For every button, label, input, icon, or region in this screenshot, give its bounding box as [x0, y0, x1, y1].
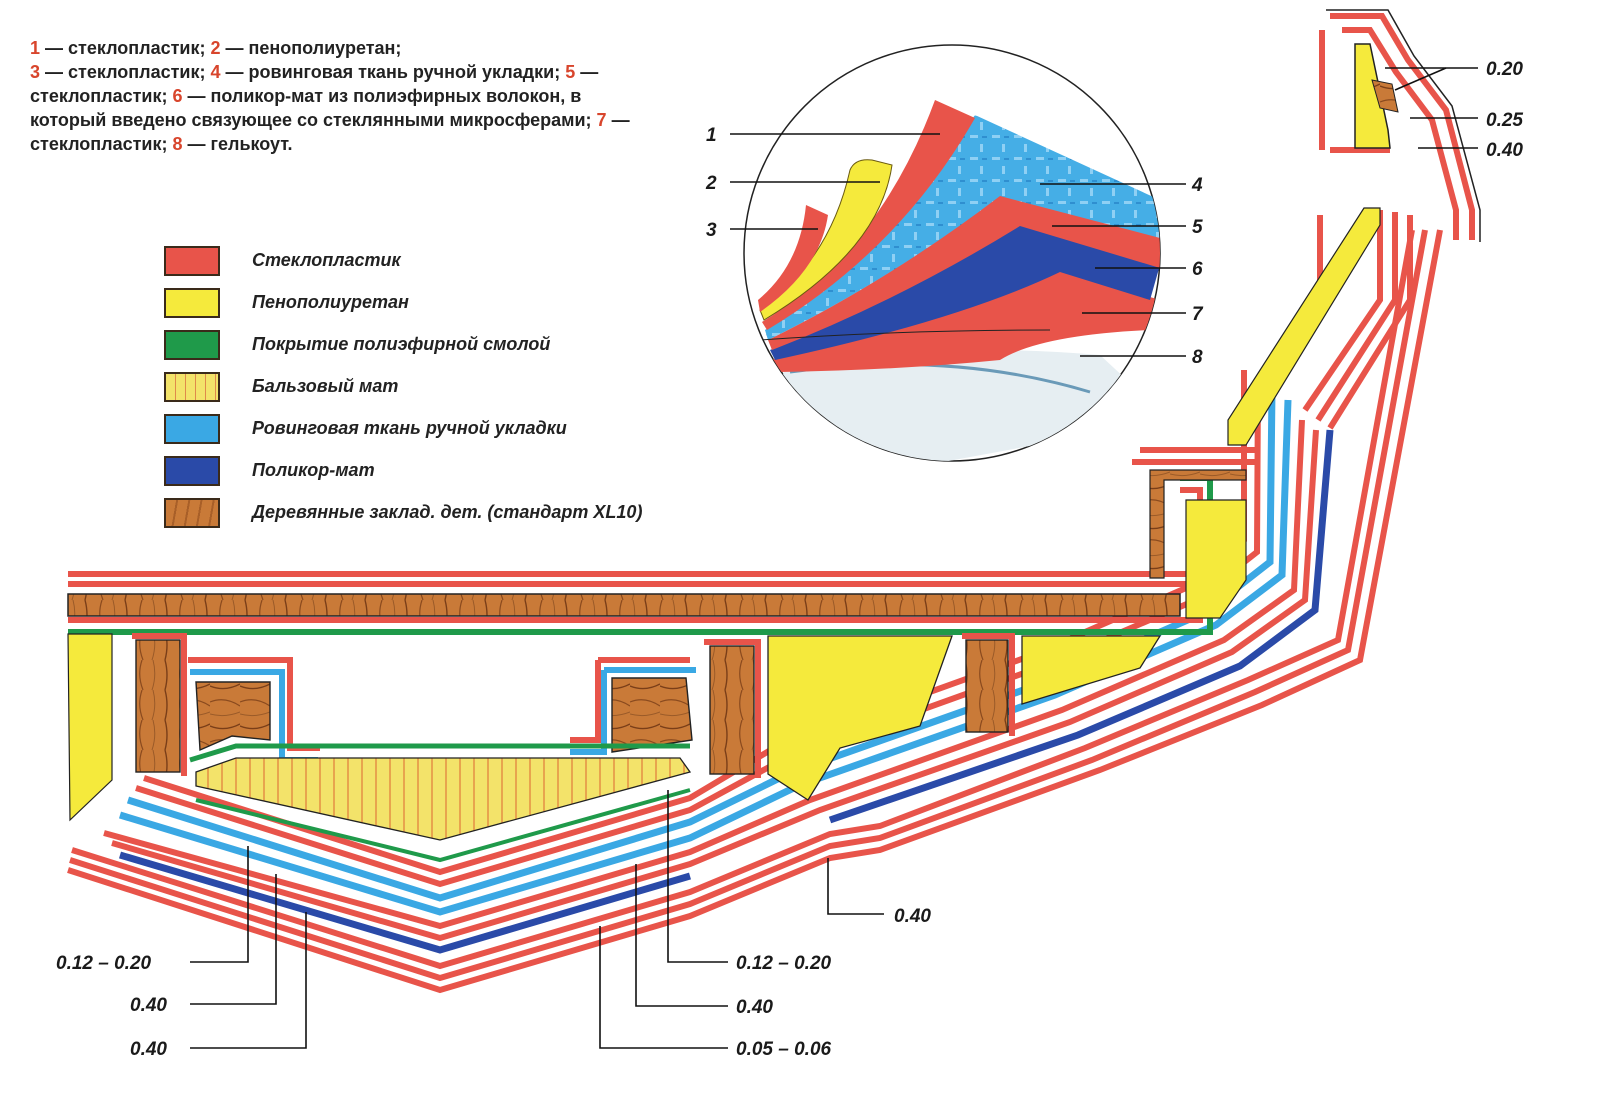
circle-label-1: 1	[706, 125, 717, 146]
legend-item-roving: Ровинговая ткань ручной укладки	[164, 414, 764, 446]
circle-label-5: 5	[1192, 217, 1203, 238]
caption-text-4: — ровинговая ткань ручной укладки;	[220, 62, 566, 82]
frp-layer-7	[770, 270, 1160, 372]
circle-label-3: 3	[706, 220, 717, 241]
legend-label: Покрытие полиэфирной смолой	[252, 334, 551, 354]
caption-num-2: 2	[210, 38, 221, 58]
caption-num-4: 4	[210, 62, 221, 82]
caption-num-8: 8	[172, 134, 183, 154]
legend-label: Поликор-мат	[252, 460, 375, 480]
dim-040-left-b: 0.40	[130, 1039, 167, 1060]
circle-label-4: 4	[1191, 175, 1203, 196]
circle-label-8: 8	[1192, 347, 1203, 368]
polycore-swatch	[164, 456, 220, 486]
wood-swatch	[164, 498, 220, 528]
side-foam-stringer	[1227, 207, 1381, 446]
caption-text-6: — поликор-мат из полиэфирных волокон, в …	[30, 86, 597, 130]
legend-item-resin: Покрытие полиэфирной смолой	[164, 330, 764, 362]
dim-025: 0.25	[1486, 110, 1523, 131]
dim-040-right: 0.40	[736, 997, 773, 1018]
layer-detail-circle: 1 2 3 4 5 6 7 8	[705, 44, 1204, 462]
hull-section	[67, 9, 1481, 994]
resin-swatch	[164, 330, 220, 360]
legend-item-polycore: Поликор-мат	[164, 456, 764, 488]
roving-layer-4	[765, 115, 1160, 340]
dim-005-006: 0.05 – 0.06	[736, 1039, 832, 1060]
frp-swatch	[164, 246, 220, 276]
deck-wood-plank	[67, 593, 1181, 617]
caption-text-2: — пенополиуретан;	[220, 38, 402, 58]
legend-label: Ровинговая ткань ручной укладки	[252, 418, 567, 438]
dim-012-020-right: 0.12 – 0.20	[736, 953, 832, 974]
caption-num-6: 6	[172, 86, 183, 106]
caption-text-5: — стеклопластик;	[30, 62, 599, 106]
dimension-leaders	[190, 67, 1478, 1049]
circle-label-6: 6	[1192, 259, 1203, 280]
legend-label: Бальзовый мат	[252, 376, 399, 396]
circle-label-7: 7	[1192, 304, 1204, 325]
gelcoat-layer	[760, 350, 1160, 461]
caption-num-7: 7	[596, 110, 607, 130]
roving-swatch	[164, 414, 220, 444]
legend-label: Пенополиуретан	[252, 292, 409, 312]
legend-label: Деревянные заклад. дет. (стандарт XL10)	[252, 502, 643, 522]
dim-020: 0.20	[1486, 59, 1523, 80]
foam-swatch	[164, 288, 220, 318]
caption-num-1: 1	[30, 38, 41, 58]
circle-label-2: 2	[705, 173, 717, 194]
bottom-balsa-core	[195, 757, 692, 841]
caption-num-3: 3	[30, 62, 41, 82]
dim-012-020-left: 0.12 – 0.20	[56, 953, 152, 974]
caption: 1 — стеклопластик; 2 — пенополиуретан; 3…	[30, 36, 630, 156]
dim-040-top: 0.40	[1486, 140, 1523, 161]
caption-text-7: — стеклопластик;	[30, 110, 630, 154]
caption-text-3: — стеклопластик;	[40, 62, 211, 82]
dim-040-mid: 0.40	[894, 906, 931, 927]
chine-foam-block	[1185, 499, 1247, 619]
frp-layer-3	[758, 205, 828, 312]
frp-layer-1	[762, 100, 975, 330]
dim-040-left-a: 0.40	[130, 995, 167, 1016]
caption-text-1: — стеклопластик;	[40, 38, 211, 58]
frp-layer-5	[768, 195, 1160, 350]
caption-num-5: 5	[565, 62, 576, 82]
legend-item-frp: Стеклопластик	[164, 246, 764, 278]
legend-item-balsa: Бальзовый мат	[164, 372, 764, 404]
caption-text-8: — гелькоут.	[182, 134, 293, 154]
balsa-swatch	[164, 372, 220, 402]
legend-item-foam: Пенополиуретан	[164, 288, 764, 320]
polycore-layer-6	[770, 225, 1160, 360]
legend-label: Стеклопластик	[252, 250, 401, 270]
legend-item-wood: Деревянные заклад. дет. (стандарт XL10)	[164, 498, 764, 530]
